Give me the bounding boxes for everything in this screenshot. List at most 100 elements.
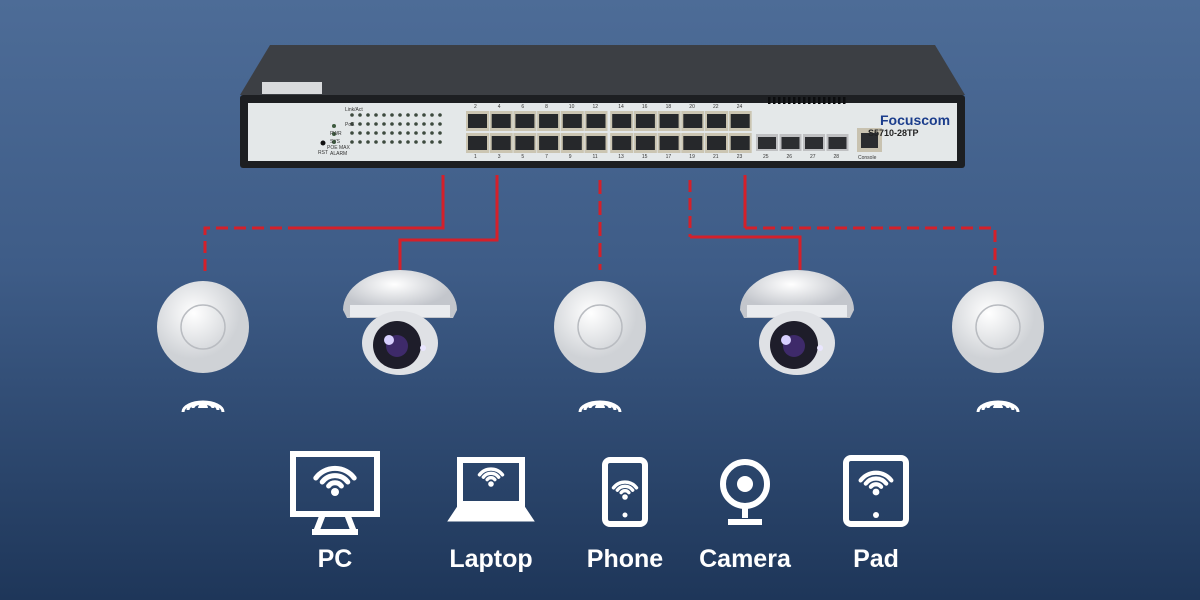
rj45-port[interactable] [560, 133, 584, 153]
status-led [358, 140, 362, 144]
rj45-port[interactable] [705, 111, 728, 131]
console-port [857, 128, 882, 152]
port-number: 22 [713, 104, 719, 110]
port-number: 14 [618, 104, 624, 110]
sfp-port[interactable] [803, 134, 825, 151]
port-number: 11 [592, 154, 598, 160]
sfp-port[interactable] [756, 134, 778, 151]
wifi-icon [858, 470, 894, 496]
rj45-port[interactable] [537, 133, 561, 153]
wireless-signal-icon [976, 400, 1020, 413]
network-links [203, 175, 997, 275]
status-led [382, 131, 386, 135]
rj45-port[interactable] [705, 133, 728, 153]
led-label-alarm: ALARM [330, 151, 348, 157]
rj45-port[interactable] [681, 133, 705, 153]
vent-slot [798, 97, 801, 104]
wireless-signal-icon [578, 400, 622, 413]
client-icons [290, 451, 909, 535]
port-number: 16 [641, 104, 648, 110]
status-led [382, 122, 386, 126]
vent-slot [808, 97, 811, 104]
rj45-port[interactable] [489, 111, 513, 131]
sfp-number: 27 [810, 154, 816, 160]
rj45-port[interactable] [513, 111, 537, 131]
status-led [374, 140, 378, 144]
rj45-port[interactable] [633, 111, 657, 131]
status-led [350, 122, 354, 126]
rj45-port[interactable] [657, 133, 681, 153]
port-number: 1 [474, 154, 477, 160]
status-led [414, 131, 418, 135]
status-led [406, 113, 410, 117]
access-point [157, 281, 249, 413]
wifi-icon [313, 465, 357, 496]
status-led [390, 113, 394, 117]
status-led [430, 140, 434, 144]
rj45-port[interactable] [513, 133, 537, 153]
status-led [358, 113, 362, 117]
port-number: 24 [736, 104, 743, 110]
port-number: 10 [568, 104, 575, 110]
wifi-icon [611, 480, 639, 500]
rj45-port[interactable] [610, 133, 634, 153]
status-led [414, 113, 418, 117]
status-led [390, 131, 394, 135]
status-led [438, 131, 442, 135]
vent-slot [843, 97, 846, 104]
rj45-port[interactable] [466, 133, 489, 153]
rj45-port[interactable] [584, 111, 608, 131]
system-led [332, 140, 336, 144]
status-led [438, 113, 442, 117]
port-number: 3 [497, 154, 501, 160]
port-number: 5 [521, 154, 525, 160]
rj45-port[interactable] [633, 133, 657, 153]
status-led [350, 140, 354, 144]
rj45-port[interactable] [728, 133, 752, 153]
led-label-poe: PoE [345, 122, 355, 128]
rj45-port[interactable] [466, 111, 489, 131]
status-led [430, 131, 434, 135]
rj45-port[interactable] [657, 111, 681, 131]
port-number: 15 [641, 154, 648, 160]
status-led [366, 113, 370, 117]
vent-slot [768, 97, 771, 104]
client-label-pad: Pad [853, 545, 899, 573]
sfp-port[interactable] [779, 134, 802, 151]
rj45-port[interactable] [681, 111, 705, 131]
sfp-port[interactable] [826, 134, 849, 151]
status-led [366, 131, 370, 135]
status-led [366, 122, 370, 126]
reset-button [320, 140, 326, 146]
tablet-wifi-icon [843, 455, 909, 527]
system-led [332, 124, 336, 128]
rj45-port[interactable] [560, 111, 584, 131]
status-led [374, 131, 378, 135]
vent-slot [813, 97, 816, 104]
port-number: 18 [665, 104, 672, 110]
status-led [398, 113, 402, 117]
rj45-port[interactable] [728, 111, 752, 131]
rj45-port[interactable] [489, 133, 513, 153]
port-number: 21 [713, 154, 719, 160]
rj45-port[interactable] [610, 111, 634, 131]
status-led [438, 140, 442, 144]
port-number: 8 [545, 104, 548, 110]
laptop-wifi-icon [447, 457, 535, 522]
status-led [358, 131, 362, 135]
status-led [422, 131, 426, 135]
access-point [554, 281, 646, 413]
port-number: 7 [545, 154, 548, 160]
rj45-port[interactable] [537, 111, 561, 131]
status-led [398, 122, 402, 126]
port-number: 2 [474, 104, 477, 110]
rj45-port[interactable] [584, 133, 608, 153]
port-number: 13 [618, 154, 624, 160]
sfp-number: 25 [763, 154, 769, 160]
vent-slot [833, 97, 836, 104]
switch-model: S5710-28TP [868, 128, 919, 138]
led-label-rst: RST [318, 150, 328, 156]
client-label-laptop: Laptop [449, 545, 533, 573]
status-led [414, 140, 418, 144]
